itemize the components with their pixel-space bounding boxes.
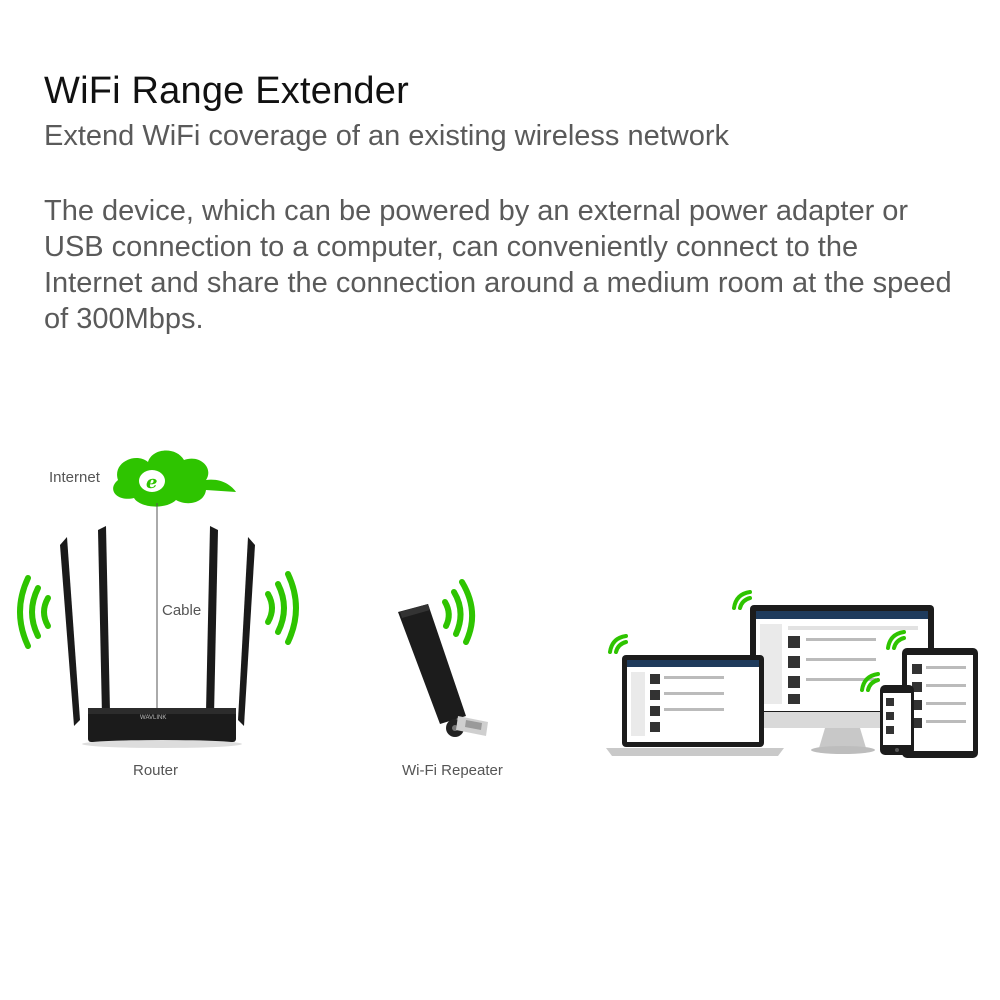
wifi-repeater-device <box>398 604 488 737</box>
signal-right-icon <box>265 571 299 645</box>
router-device: WAVLINK <box>60 526 255 748</box>
monitor-signal-icon <box>732 590 752 610</box>
laptop-signal-icon <box>608 634 628 654</box>
phone-signal-icon <box>860 672 880 692</box>
internet-label: Internet <box>49 469 100 486</box>
router-brand-text: WAVLINK <box>140 715 166 721</box>
client-devices <box>606 605 978 758</box>
repeater-label: Wi-Fi Repeater <box>402 762 503 779</box>
internet-cloud-icon: e <box>113 450 236 507</box>
cable-label: Cable <box>162 602 202 619</box>
page-subtitle: Extend WiFi coverage of an existing wire… <box>44 120 730 152</box>
description-text: The device, which can be powered by an e… <box>44 195 952 335</box>
svg-text:e: e <box>146 472 157 493</box>
router-label: Router <box>133 762 179 779</box>
repeater-signal-icon <box>442 579 476 645</box>
signal-left-icon <box>17 575 51 649</box>
page-title: WiFi Range Extender <box>44 70 409 112</box>
monitor-screen-signal-icon <box>886 630 906 650</box>
